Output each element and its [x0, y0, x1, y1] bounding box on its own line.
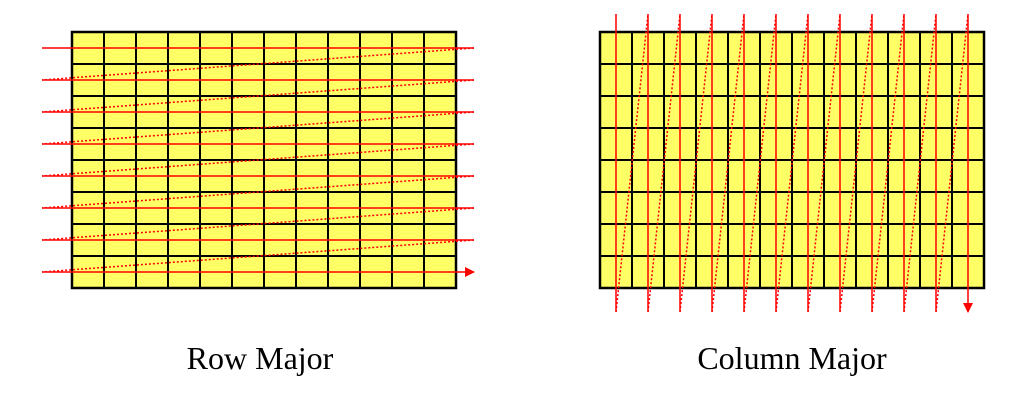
column-wrap-line: [935, 13, 969, 313]
column-wrap-line: [647, 13, 681, 313]
row-wrap-line: [41, 207, 475, 241]
column-wrap-line: [711, 13, 745, 313]
column-wrap-line: [903, 13, 937, 313]
column-wrap-line: [615, 13, 649, 313]
row-wrap-line: [41, 111, 475, 145]
grid-border: [598, 30, 986, 290]
row-wrap-line: [41, 175, 475, 209]
column-wrap-line: [775, 13, 809, 313]
column-wrap-line: [679, 13, 713, 313]
column-wrap-line: [743, 13, 777, 313]
column-major-caption: Column Major: [697, 340, 887, 376]
row-major-diagram: [41, 30, 475, 290]
column-wrap-line: [871, 13, 905, 313]
row-major-caption: Row Major: [186, 340, 334, 376]
grid-border: [70, 30, 458, 290]
column-major-diagram: [598, 13, 986, 313]
row-wrap-line: [41, 79, 475, 113]
column-wrap-line: [807, 13, 841, 313]
row-wrap-line: [41, 47, 475, 81]
column-wrap-line: [839, 13, 873, 313]
row-wrap-line: [41, 239, 475, 273]
row-wrap-line: [41, 143, 475, 177]
